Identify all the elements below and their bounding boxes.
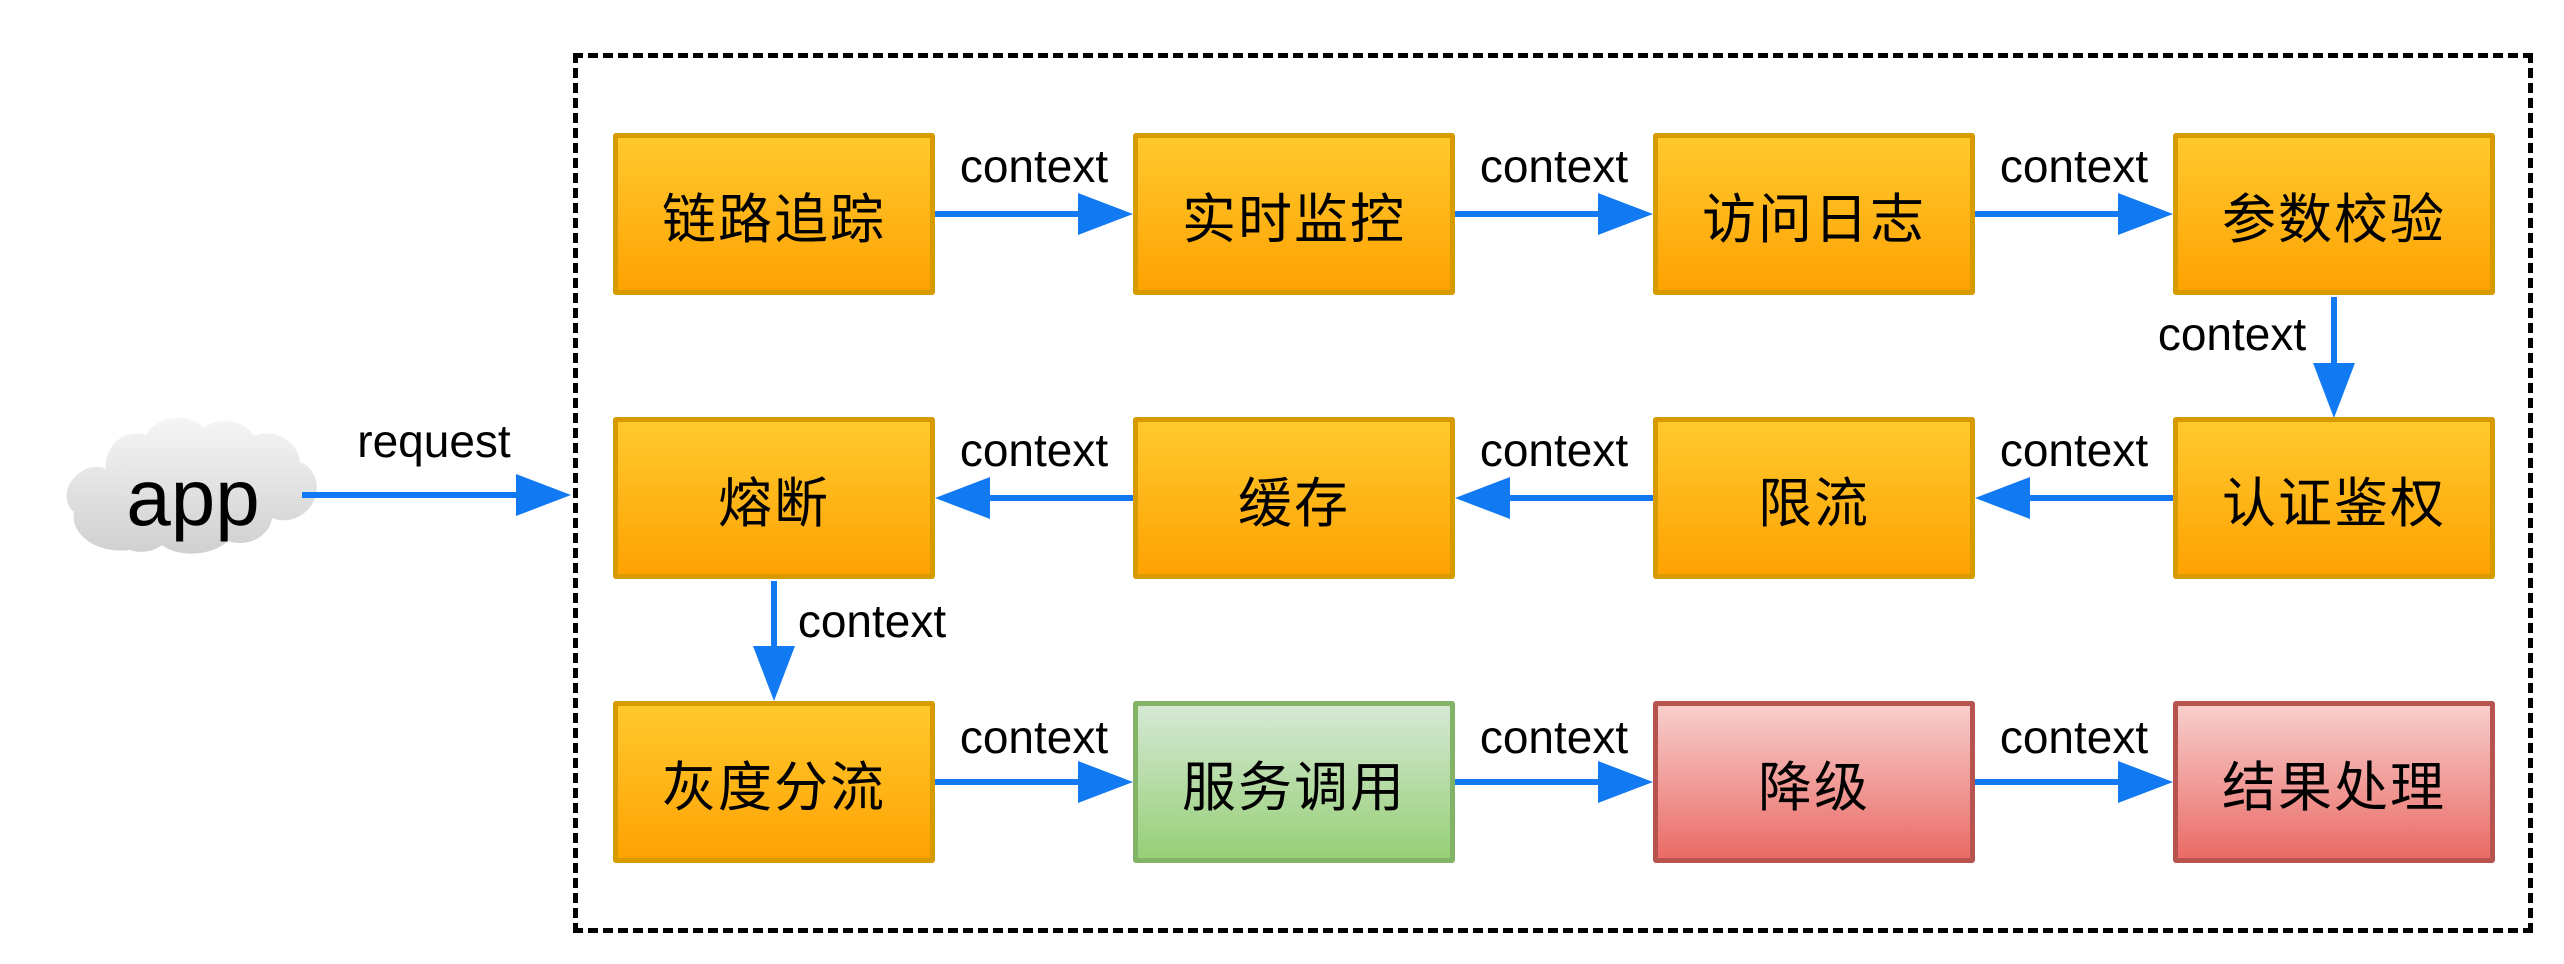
- edge-arrow-head-icon: [2118, 193, 2173, 235]
- node-link-tracing: 链路追踪: [613, 133, 935, 295]
- edge-monitoring-accesslog-shaft: [1455, 211, 1598, 217]
- node-circuit-breaker: 熔断: [613, 417, 935, 579]
- node-service-call: 服务调用: [1133, 701, 1455, 863]
- request-arrow-head-icon: [516, 474, 571, 516]
- edge-arrow-head-icon: [1598, 193, 1653, 235]
- cloud-app-label: app: [126, 453, 260, 542]
- node-rate-limit: 限流: [1653, 417, 1975, 579]
- edge-arrow-head-icon: [2313, 363, 2355, 418]
- edge-label-context: context: [1479, 140, 1629, 192]
- node-realtime-monitoring: 实时监控: [1133, 133, 1455, 295]
- edge-cache-circuitbreaker-shaft: [990, 495, 1133, 501]
- node-auth: 认证鉴权: [2173, 417, 2495, 579]
- edge-label-context: context: [959, 711, 1109, 763]
- edge-label-context: context: [2157, 308, 2307, 360]
- edge-accesslog-paramvalidation-shaft: [1975, 211, 2118, 217]
- node-label: 降级: [1758, 757, 1870, 818]
- edge-link-tracing-monitoring-shaft: [935, 211, 1078, 217]
- edge-auth-ratelimit-shaft: [2030, 495, 2173, 501]
- edge-label-context: context: [1479, 711, 1629, 763]
- edge-arrow-head-icon: [2118, 761, 2173, 803]
- edge-arrow-head-icon: [1975, 477, 2030, 519]
- node-label: 缓存: [1238, 473, 1350, 534]
- edge-arrow-head-icon: [935, 477, 990, 519]
- edge-label-context: context: [1999, 140, 2149, 192]
- node-label: 链路追踪: [662, 189, 886, 250]
- node-gray-split: 灰度分流: [613, 701, 935, 863]
- edge-graysplit-servicecall-shaft: [935, 779, 1078, 785]
- node-label: 参数校验: [2222, 189, 2446, 250]
- node-result-handling: 结果处理: [2173, 701, 2495, 863]
- node-label: 限流: [1758, 473, 1870, 534]
- edge-label-context: context: [959, 140, 1109, 192]
- edge-arrow-head-icon: [1078, 761, 1133, 803]
- node-label: 服务调用: [1182, 757, 1406, 818]
- node-cache: 缓存: [1133, 417, 1455, 579]
- edge-arrow-head-icon: [1455, 477, 1510, 519]
- node-label: 灰度分流: [662, 757, 886, 818]
- edge-servicecall-downgrade-shaft: [1455, 779, 1598, 785]
- request-arrow-shaft: [302, 492, 516, 498]
- edge-arrow-head-icon: [753, 646, 795, 701]
- cloud-icon: [60, 412, 330, 577]
- edge-paramvalidation-auth-shaft: [2331, 297, 2337, 363]
- node-param-validation: 参数校验: [2173, 133, 2495, 295]
- edge-label-context: context: [797, 595, 947, 647]
- node-access-log: 访问日志: [1653, 133, 1975, 295]
- node-label: 访问日志: [1702, 189, 1926, 250]
- edge-downgrade-resulthandling-shaft: [1975, 779, 2118, 785]
- edge-label-context: context: [1999, 711, 2149, 763]
- node-downgrade: 降级: [1653, 701, 1975, 863]
- gateway-boundary: [573, 53, 2533, 933]
- node-label: 熔断: [718, 473, 830, 534]
- edge-arrow-head-icon: [1598, 761, 1653, 803]
- node-label: 结果处理: [2222, 757, 2446, 818]
- edge-arrow-head-icon: [1078, 193, 1133, 235]
- node-label: 认证鉴权: [2222, 473, 2446, 534]
- edge-ratelimit-cache-shaft: [1510, 495, 1653, 501]
- request-edge-label: request: [357, 415, 511, 467]
- edge-label-context: context: [1999, 424, 2149, 476]
- edge-label-context: context: [959, 424, 1109, 476]
- node-label: 实时监控: [1182, 189, 1406, 250]
- edge-circuitbreaker-graysplit-shaft: [771, 581, 777, 646]
- edge-label-context: context: [1479, 424, 1629, 476]
